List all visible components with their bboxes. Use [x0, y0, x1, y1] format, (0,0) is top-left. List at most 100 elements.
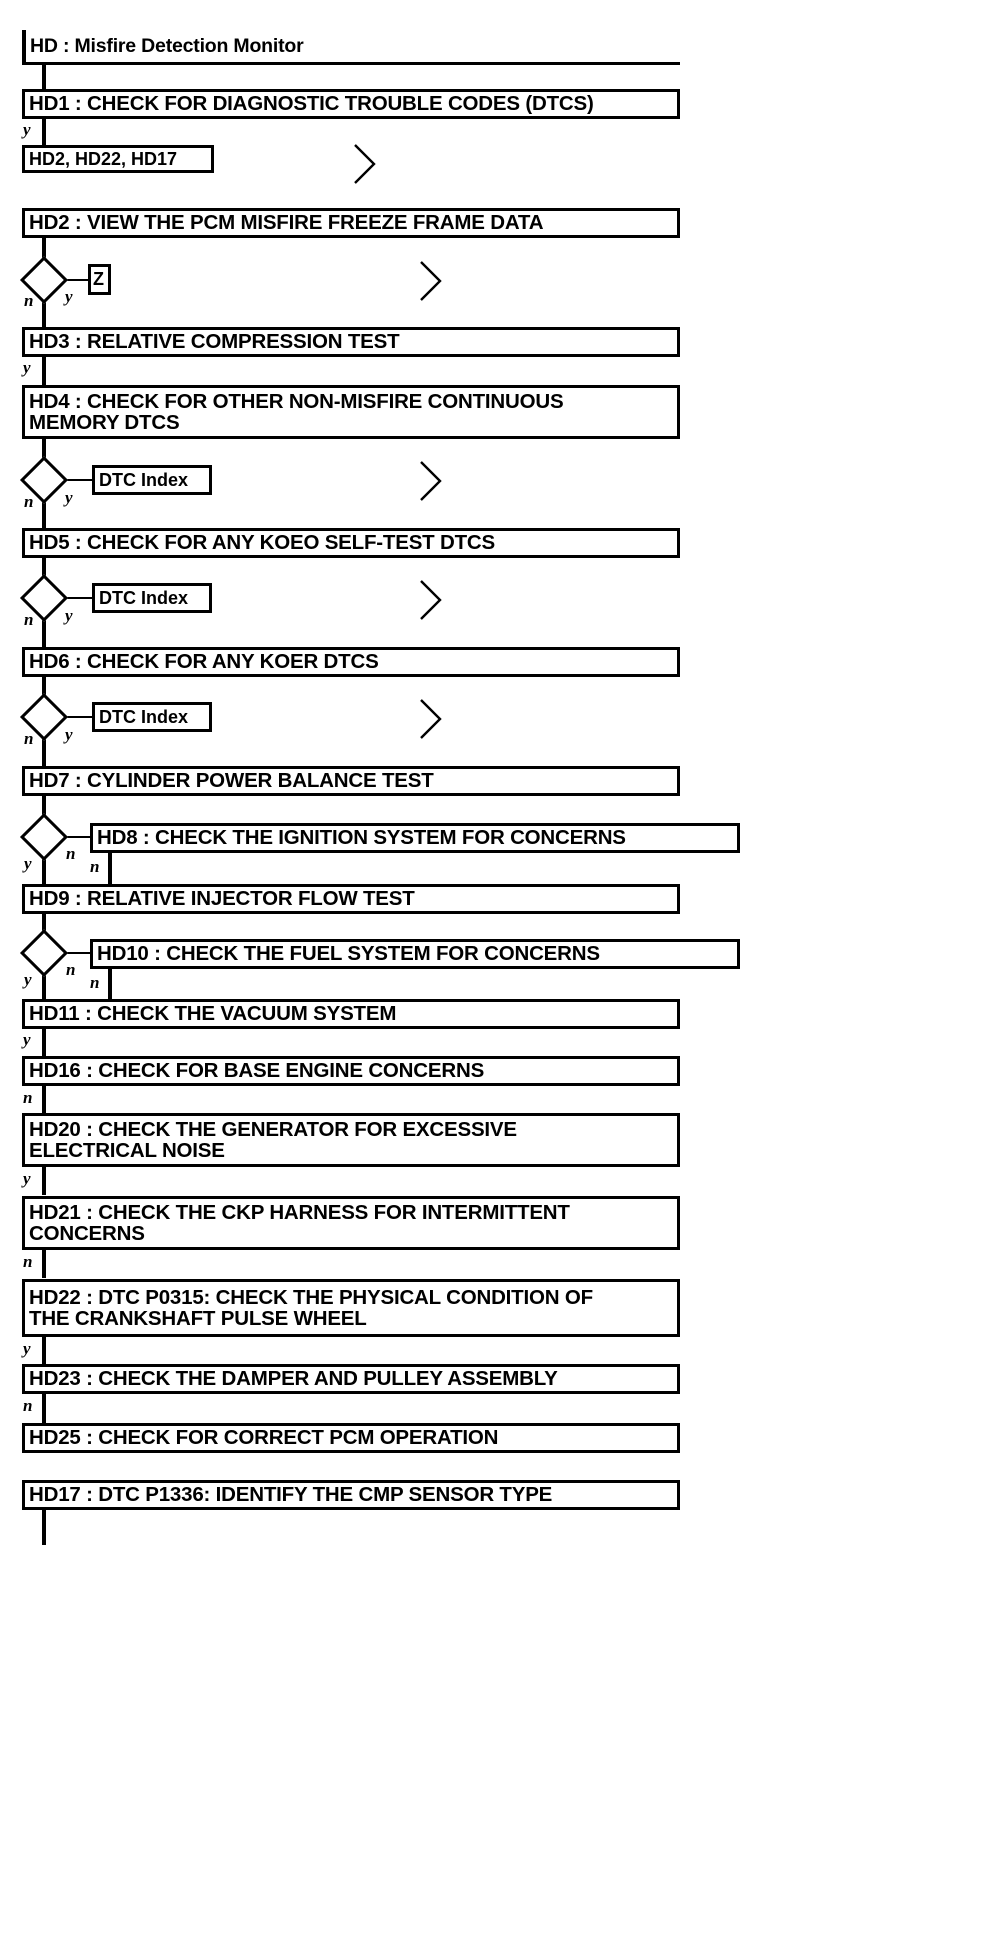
- title-left-stroke: [22, 30, 26, 64]
- step-hd23[interactable]: HD23 : CHECK THE DAMPER AND PULLEY ASSEM…: [22, 1364, 680, 1394]
- connector-hd3-hd4: [42, 357, 46, 386]
- connector-hd5-diamond: [42, 558, 46, 582]
- branch-label-hd5-n: n: [24, 610, 34, 629]
- connector-hd9-diamond: [42, 914, 46, 937]
- connector-hd11-hd16: [42, 1029, 46, 1057]
- branch-label-hd9-n: n: [66, 960, 76, 979]
- connector-hd4-yes: [61, 479, 101, 481]
- step-hd2[interactable]: HD2 : VIEW THE PCM MISFIRE FREEZE FRAME …: [22, 208, 680, 238]
- connector-hd2-no: [42, 297, 46, 328]
- chevron-right-icon-1: [354, 144, 376, 184]
- branch-label-hd4-y: y: [65, 488, 73, 507]
- step-hd7-label: HD7 : CYLINDER POWER BALANCE TEST: [29, 769, 434, 793]
- step-hd5[interactable]: HD5 : CHECK FOR ANY KOEO SELF-TEST DTCS: [22, 528, 680, 558]
- step-hd21-label: HD21 : CHECK THE CKP HARNESS FOR INTERMI…: [29, 1200, 570, 1245]
- diagram-title-text: HD : Misfire Detection Monitor: [30, 34, 304, 57]
- step-hd21[interactable]: HD21 : CHECK THE CKP HARNESS FOR INTERMI…: [22, 1196, 680, 1250]
- step-hd20[interactable]: HD20 : CHECK THE GENERATOR FOR EXCESSIVE…: [22, 1113, 680, 1167]
- step-hd25[interactable]: HD25 : CHECK FOR CORRECT PCM OPERATION: [22, 1423, 680, 1453]
- step-hd4[interactable]: HD4 : CHECK FOR OTHER NON-MISFIRE CONTIN…: [22, 385, 680, 439]
- branch-label-hd22-y: y: [23, 1339, 31, 1358]
- ref-hd5-dtc-index-label: DTC Index: [99, 587, 189, 608]
- connector-hd4-diamond: [42, 439, 46, 464]
- step-hd2-label: HD2 : VIEW THE PCM MISFIRE FREEZE FRAME …: [29, 211, 544, 235]
- step-hd11-label: HD11 : CHECK THE VACUUM SYSTEM: [29, 1002, 397, 1026]
- step-hd1[interactable]: HD1 : CHECK FOR DIAGNOSTIC TROUBLE CODES…: [22, 89, 680, 119]
- connector-hd9-yes: [42, 970, 46, 1002]
- chevron-right-icon-2: [420, 261, 442, 301]
- branch-label-hd3-y: y: [23, 358, 31, 377]
- branch-label-hd6-y: y: [65, 725, 73, 744]
- step-hd3-label: HD3 : RELATIVE COMPRESSION TEST: [29, 330, 400, 354]
- step-hd6-label: HD6 : CHECK FOR ANY KOER DTCS: [29, 650, 379, 674]
- step-hd8-label: HD8 : CHECK THE IGNITION SYSTEM FOR CONC…: [97, 826, 626, 850]
- step-hd16[interactable]: HD16 : CHECK FOR BASE ENGINE CONCERNS: [22, 1056, 680, 1086]
- connector-hd10-no: [108, 969, 112, 1002]
- branch-label-hd23-n: n: [23, 1396, 33, 1415]
- branch-label-hd2-y: y: [65, 287, 73, 306]
- step-hd23-label: HD23 : CHECK THE DAMPER AND PULLEY ASSEM…: [29, 1367, 558, 1391]
- chevron-right-icon-4: [420, 580, 442, 620]
- connector-hd16-hd20: [42, 1086, 46, 1114]
- chevron-right-icon-3: [420, 461, 442, 501]
- step-hd16-label: HD16 : CHECK FOR BASE ENGINE CONCERNS: [29, 1059, 485, 1083]
- connector-hd6-no: [42, 734, 46, 766]
- step-hd4-label: HD4 : CHECK FOR OTHER NON-MISFIRE CONTIN…: [29, 389, 564, 434]
- ref-hd5-dtc-index[interactable]: DTC Index: [92, 583, 212, 613]
- ref-hd1-targets[interactable]: HD2, HD22, HD17: [22, 145, 214, 173]
- diagram-title: HD : Misfire Detection Monitor: [26, 30, 680, 62]
- ref-hd4-dtc-index[interactable]: DTC Index: [92, 465, 212, 495]
- connector-hd5-no: [42, 615, 46, 647]
- connector-hd7-yes: [42, 854, 46, 886]
- step-hd20-label: HD20 : CHECK THE GENERATOR FOR EXCESSIVE…: [29, 1117, 517, 1162]
- connector-hd23-hd25: [42, 1394, 46, 1423]
- branch-label-hd10-n: n: [90, 973, 100, 992]
- connector-hd17-out: [42, 1510, 46, 1545]
- connector-hd8-no: [108, 853, 112, 886]
- step-hd9[interactable]: HD9 : RELATIVE INJECTOR FLOW TEST: [22, 884, 680, 914]
- ref-hd2-z[interactable]: Z: [88, 264, 111, 295]
- step-hd3[interactable]: HD3 : RELATIVE COMPRESSION TEST: [22, 327, 680, 357]
- branch-label-hd11-y: y: [23, 1030, 31, 1049]
- step-hd22[interactable]: HD22 : DTC P0315: CHECK THE PHYSICAL CON…: [22, 1279, 680, 1337]
- connector-hd7-diamond: [42, 796, 46, 821]
- ref-hd4-dtc-index-label: DTC Index: [99, 469, 189, 490]
- connector-title-hd1: [42, 64, 46, 90]
- branch-label-hd7-y: y: [24, 854, 32, 873]
- branch-label-hd21-n: n: [23, 1252, 33, 1271]
- connector-hd9-no-to-hd10: [61, 952, 93, 954]
- connector-hd1-out: [42, 119, 46, 145]
- branch-label-hd7-n: n: [66, 844, 76, 863]
- connector-hd6-diamond: [42, 677, 46, 701]
- step-hd11[interactable]: HD11 : CHECK THE VACUUM SYSTEM: [22, 999, 680, 1029]
- connector-hd5-yes: [61, 597, 101, 599]
- step-hd1-label: HD1 : CHECK FOR DIAGNOSTIC TROUBLE CODES…: [29, 92, 594, 116]
- step-hd22-label: HD22 : DTC P0315: CHECK THE PHYSICAL CON…: [29, 1285, 593, 1330]
- connector-hd2-yes: [61, 279, 110, 281]
- step-hd25-label: HD25 : CHECK FOR CORRECT PCM OPERATION: [29, 1426, 499, 1450]
- connector-hd6-yes: [61, 716, 101, 718]
- step-hd10-label: HD10 : CHECK THE FUEL SYSTEM FOR CONCERN…: [97, 942, 600, 966]
- chevron-right-icon-5: [420, 699, 442, 739]
- step-hd8[interactable]: HD8 : CHECK THE IGNITION SYSTEM FOR CONC…: [90, 823, 740, 853]
- step-hd7[interactable]: HD7 : CYLINDER POWER BALANCE TEST: [22, 766, 680, 796]
- ref-hd2-z-label: Z: [93, 269, 104, 289]
- branch-label-hd20-y: y: [23, 1169, 31, 1188]
- ref-hd6-dtc-index-label: DTC Index: [99, 706, 189, 727]
- branch-label-hd6-n: n: [24, 729, 34, 748]
- connector-hd2-diamond: [42, 238, 46, 264]
- ref-hd6-dtc-index[interactable]: DTC Index: [92, 702, 212, 732]
- branch-label-hd16-n: n: [23, 1088, 33, 1107]
- branch-label-hd2-n: n: [24, 291, 34, 310]
- ref-hd1-targets-label: HD2, HD22, HD17: [29, 148, 178, 169]
- step-hd17[interactable]: HD17 : DTC P1336: IDENTIFY THE CMP SENSO…: [22, 1480, 680, 1510]
- connector-hd7-no-to-hd8: [61, 836, 93, 838]
- branch-label-hd9-y: y: [24, 970, 32, 989]
- branch-label-hd5-y: y: [65, 606, 73, 625]
- branch-label-hd8-n: n: [90, 857, 100, 876]
- step-hd9-label: HD9 : RELATIVE INJECTOR FLOW TEST: [29, 887, 415, 911]
- connector-hd20-hd21: [42, 1167, 46, 1195]
- step-hd10[interactable]: HD10 : CHECK THE FUEL SYSTEM FOR CONCERN…: [90, 939, 740, 969]
- step-hd6[interactable]: HD6 : CHECK FOR ANY KOER DTCS: [22, 647, 680, 677]
